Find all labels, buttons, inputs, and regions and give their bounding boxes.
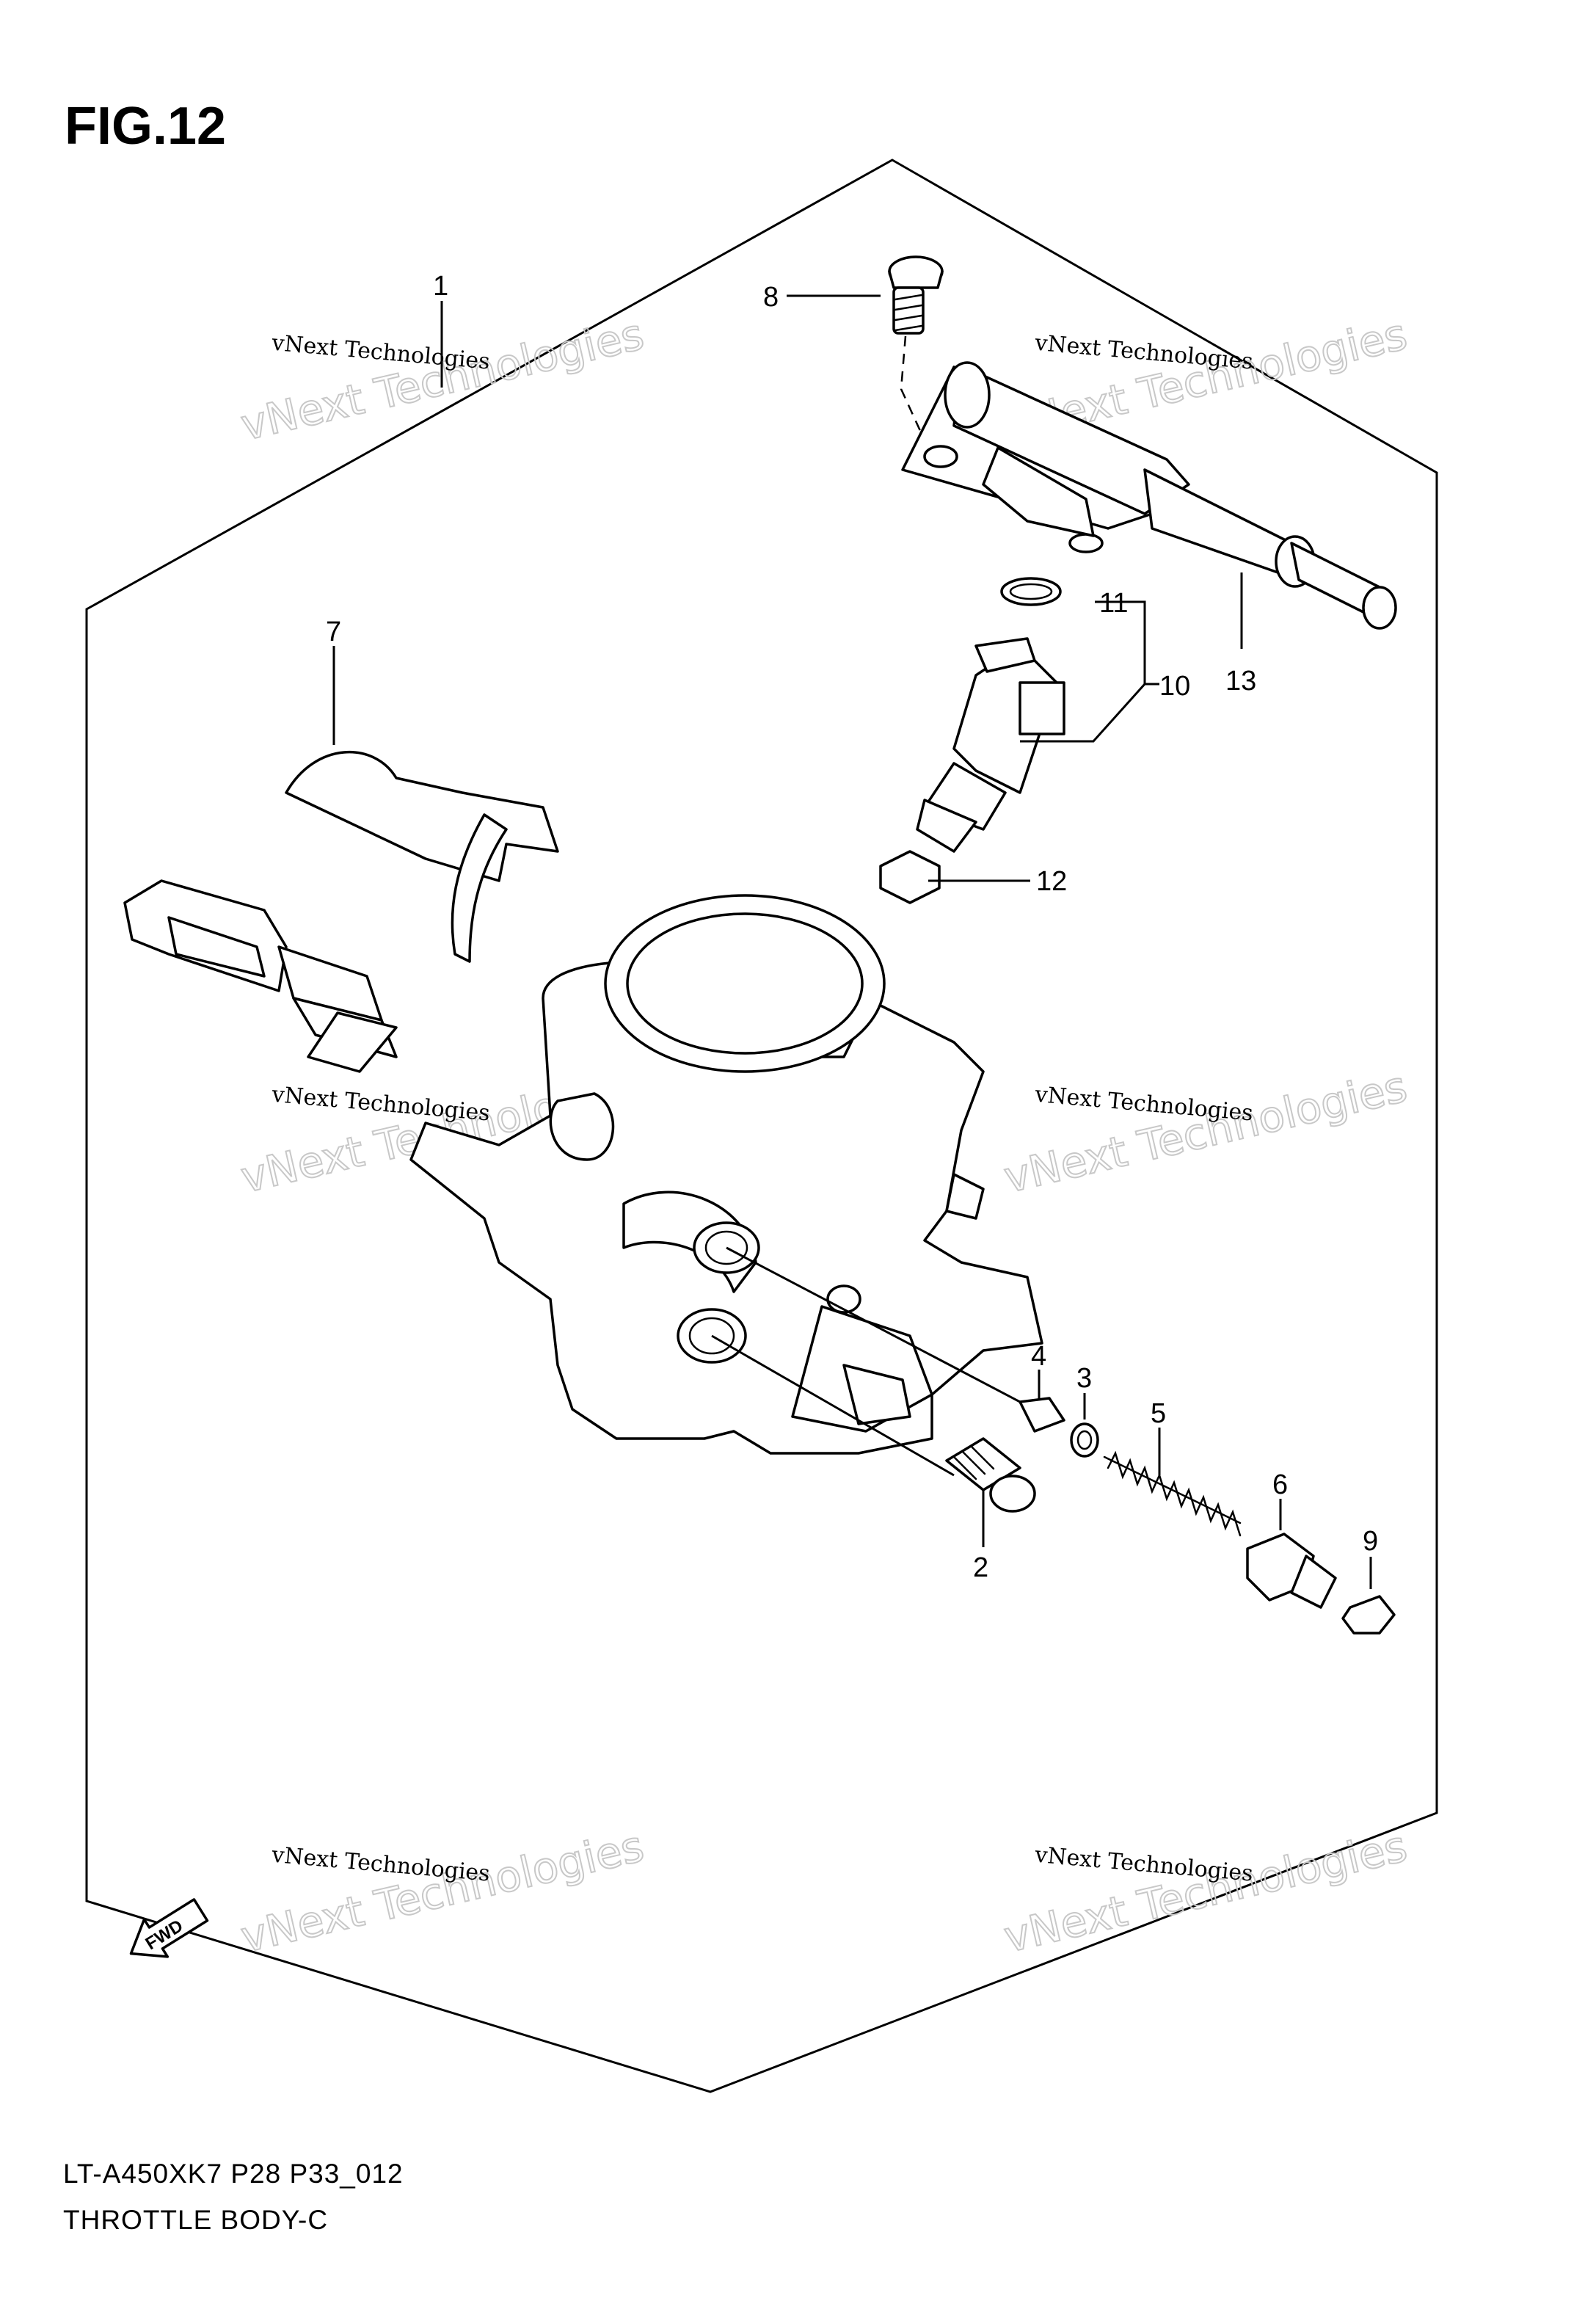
- watermark: vNext Technologies vNext Technologies: [236, 1820, 649, 1963]
- callout-7: 7: [326, 617, 341, 647]
- seal-part-12: [879, 850, 941, 904]
- callout-2: 2: [973, 1552, 988, 1583]
- callout-6: 6: [1272, 1469, 1288, 1500]
- svg-text:vNext Technologies: vNext Technologies: [999, 1821, 1411, 1962]
- screw-part-8: [888, 255, 944, 441]
- fuel-delivery-pipe-part-13: [901, 361, 1397, 630]
- svg-text:vNext Technologies: vNext Technologies: [1033, 1082, 1254, 1127]
- adjust-screw-part-2: [945, 1437, 1036, 1513]
- throttle-body-part-1: [409, 894, 1043, 1455]
- assembly-boundary: [85, 159, 1438, 2093]
- section-name: THROTTLE BODY-C: [63, 2205, 328, 2235]
- svg-text:vNext Technologies: vNext Technologies: [999, 1061, 1411, 1202]
- watermark: vNext Technologies vNext Technologies: [999, 1061, 1412, 1203]
- o-ring-part-3: [1070, 1422, 1099, 1458]
- cap-part-9: [1341, 1595, 1396, 1635]
- figure-title: FIG.12: [65, 97, 226, 156]
- o-ring-part-11: [1000, 577, 1062, 606]
- callout-13: 13: [1225, 666, 1256, 697]
- svg-text:vNext Technologies: vNext Technologies: [236, 1821, 648, 1962]
- callout-4: 4: [1031, 1341, 1046, 1372]
- bracket-part-7: [123, 750, 559, 1073]
- callout-8: 8: [763, 282, 779, 313]
- fwd-arrow-icon: FWD: [129, 1898, 209, 1958]
- fuel-injector-part-10: [916, 637, 1065, 853]
- callout-5: 5: [1151, 1398, 1166, 1429]
- callout-9: 9: [1363, 1526, 1378, 1557]
- watermark: vNext Technologies vNext Technologies: [999, 1820, 1412, 1963]
- callout-1: 1: [433, 271, 448, 302]
- callout-10: 10: [1159, 671, 1190, 702]
- spring-part-5: [1103, 1450, 1242, 1537]
- callout-11: 11: [1099, 588, 1128, 619]
- callout-12: 12: [1036, 866, 1067, 897]
- svg-text:vNext Technologies: vNext Technologies: [270, 1082, 491, 1127]
- plug-part-6: [1246, 1533, 1337, 1609]
- callout-3: 3: [1076, 1363, 1092, 1394]
- callout-labels: 1 2 3 4 5 6 7 8 9 10 11 12 13: [326, 271, 1378, 1583]
- plunger-part-4: [1019, 1397, 1065, 1433]
- model-code: LT-A450XK7 P28 P33_012: [63, 2159, 404, 2189]
